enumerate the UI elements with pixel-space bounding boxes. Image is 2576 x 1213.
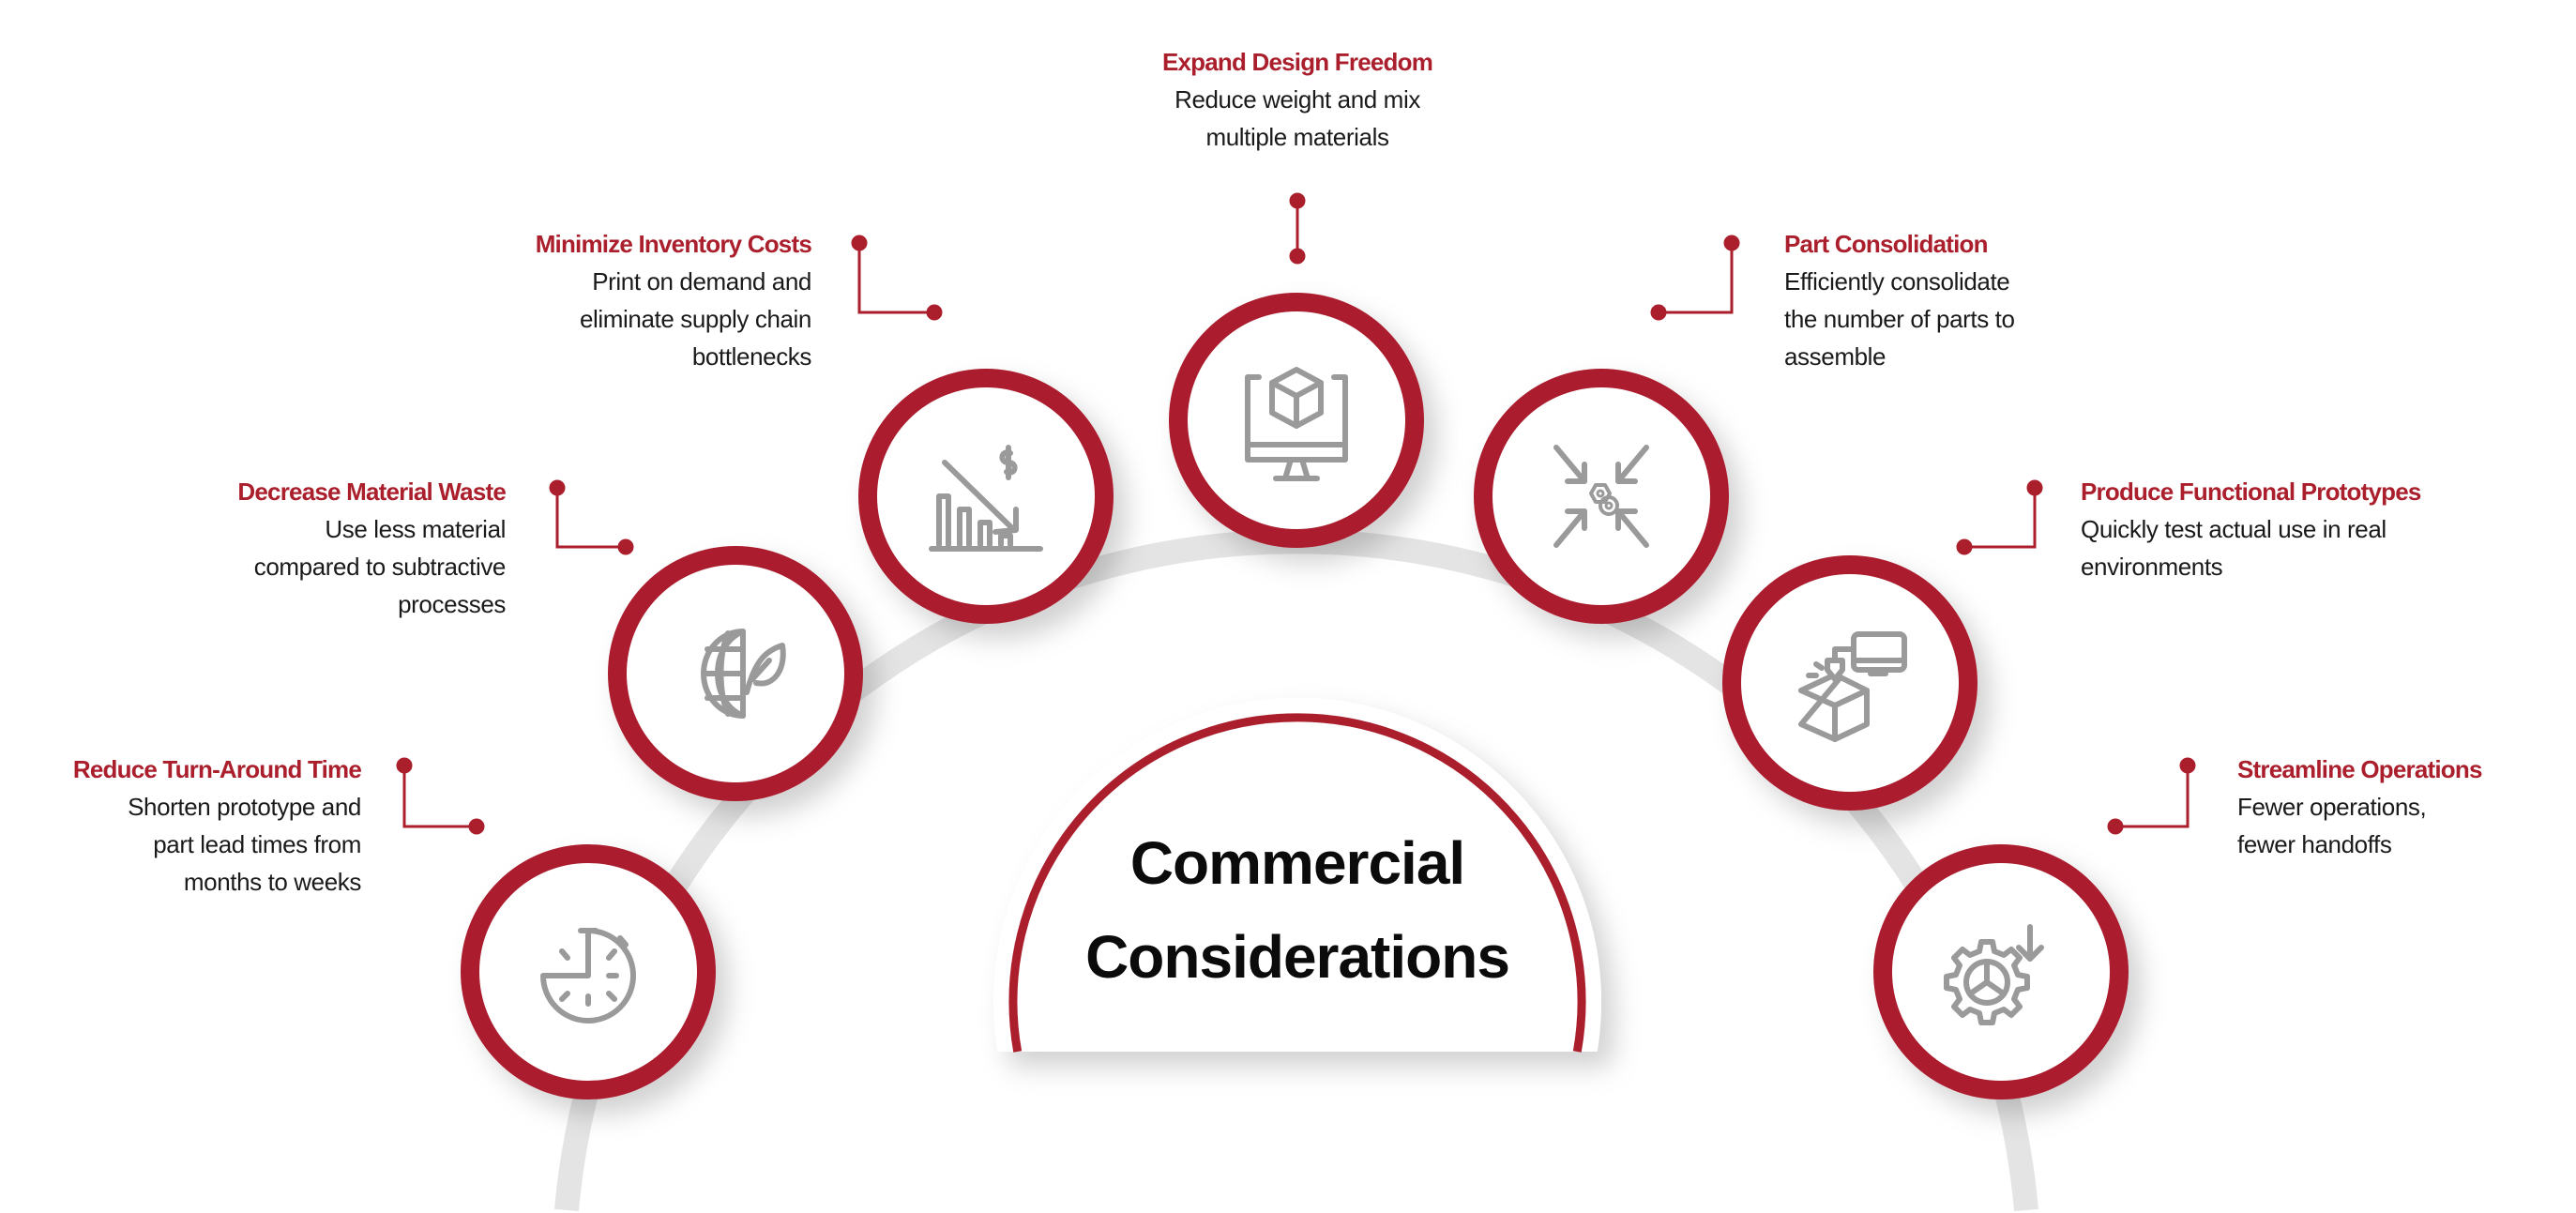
connector-decrease-waste [549, 479, 634, 555]
item-decrease-waste: Decrease Material Waste Use less materia… [237, 473, 506, 623]
item-minimize-inventory: Minimize Inventory Costs Print on demand… [535, 225, 812, 375]
item-desc-line: multiple materials [1205, 123, 1389, 151]
item-desc-line: eliminate supply chain [579, 305, 811, 333]
item-title: Expand Design Freedom [1161, 48, 1433, 76]
3d-print-prototype-icon [1798, 631, 1907, 742]
item-desc-line: Efficiently consolidate [1784, 267, 2010, 296]
item-desc-line: assemble [1784, 342, 1887, 371]
item-desc-line: Quickly test actual use in real [2081, 515, 2387, 543]
item-desc-line: Fewer operations, [2237, 793, 2427, 821]
item-title: Part Consolidation [1784, 230, 1989, 258]
item-desc-line: compared to subtractive [253, 553, 507, 581]
item-title: Reduce Turn-Around Time [72, 755, 362, 783]
connector-streamline-operations [2107, 757, 2196, 835]
item-reduce-turnaround: Reduce Turn-Around Time Shorten prototyp… [72, 751, 362, 901]
item-title: Streamline Operations [2237, 755, 2482, 783]
item-part-consolidation: Part Consolidation Efficiently consolida… [1784, 225, 2015, 375]
item-desc-line: Shorten prototype and [128, 793, 361, 821]
gear-arrow-icon [1944, 924, 2044, 1025]
item-title: Minimize Inventory Costs [535, 230, 812, 258]
monitor-cube-icon [1245, 367, 1348, 481]
circle-minimize-inventory [858, 369, 1114, 624]
item-desc-line: the number of parts to [1784, 305, 2015, 333]
item-desc-line: part lead times from [153, 830, 361, 858]
connector-functional-prototypes [1956, 479, 2043, 555]
circle-streamline-operations [1873, 844, 2129, 1099]
item-desc-line: fewer handoffs [2237, 830, 2392, 858]
cost-down-chart-icon [929, 445, 1043, 552]
center-title-line2: Considerations [1085, 923, 1510, 991]
item-desc-line: Use less material [325, 515, 506, 543]
item-desc-line: Print on demand and [592, 267, 811, 296]
item-desc-line: Reduce weight and mix [1174, 85, 1420, 114]
item-title: Produce Functional Prototypes [2081, 478, 2421, 506]
item-desc-line: bottlenecks [691, 342, 812, 371]
connector-minimize-inventory [851, 235, 943, 321]
item-desc-line: processes [398, 590, 506, 618]
center-title: Commercial Considerations [1016, 816, 1579, 1004]
connector-reduce-turnaround [396, 757, 485, 835]
connector-expand-design [1289, 192, 1306, 265]
stopwatch-icon [540, 928, 636, 1023]
center-dome [993, 697, 1601, 1053]
center-title-line1: Commercial [1129, 829, 1465, 897]
connector-part-consolidation [1650, 235, 1740, 321]
item-desc-line: environments [2081, 553, 2223, 581]
item-title: Decrease Material Waste [237, 478, 506, 506]
item-streamline-operations: Streamline Operations Fewer operations, … [2237, 751, 2482, 863]
item-desc-line: months to weeks [183, 868, 361, 896]
globe-leaf-icon [701, 629, 786, 719]
item-expand-design: Expand Design Freedom Reduce weight and … [1063, 43, 1532, 156]
consolidate-arrows-icon [1553, 445, 1649, 548]
item-functional-prototypes: Produce Functional Prototypes Quickly te… [2081, 473, 2421, 585]
